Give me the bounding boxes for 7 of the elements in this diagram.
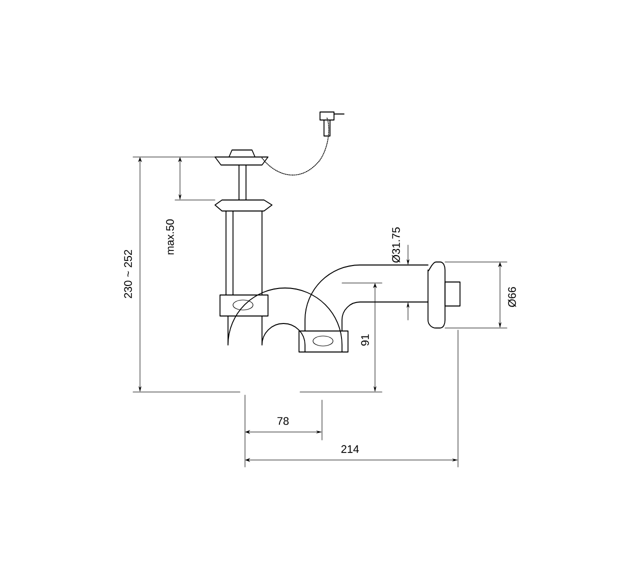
dimension-text: 91 xyxy=(361,334,369,346)
dimension-text: Ø66 xyxy=(508,287,516,308)
dimension-text: 78 xyxy=(277,417,289,425)
dimension-text: 230 ~ 252 xyxy=(124,250,132,298)
dimension-text: 214 xyxy=(341,445,359,453)
dimension-text: Ø31.75 xyxy=(392,227,400,263)
dimension-text: max.50 xyxy=(166,219,174,254)
